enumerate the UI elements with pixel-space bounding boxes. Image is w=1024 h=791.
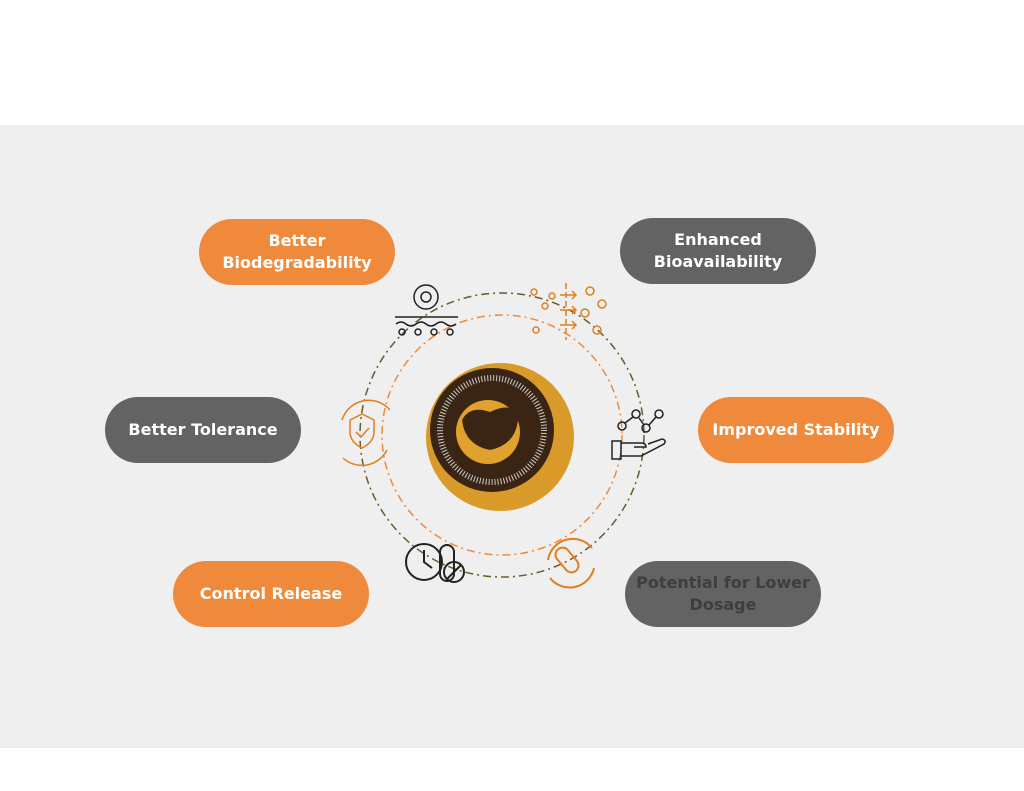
capsule-cycle-icon [547, 537, 595, 589]
clock-pill-icon [405, 543, 465, 583]
benefit-improved-stability: Improved Stability [698, 397, 894, 463]
shield-check-icon [341, 399, 391, 467]
benefit-better-tolerance: Better Tolerance [105, 397, 301, 463]
liposome-icon [426, 363, 574, 511]
benefit-enhanced-bioavailability: Enhanced Bioavailability [620, 218, 816, 284]
inner-dashed-ring [381, 314, 623, 556]
absorption-icon [530, 283, 607, 340]
benefit-control-release: Control Release [173, 561, 369, 627]
benefit-lower-dosage: Potential for Lower Dosage [625, 561, 821, 627]
benefit-better-biodegradability: Better Biodegradability [199, 219, 395, 285]
skin-penetration-icon [395, 284, 458, 336]
hand-graph-icon [611, 409, 666, 460]
